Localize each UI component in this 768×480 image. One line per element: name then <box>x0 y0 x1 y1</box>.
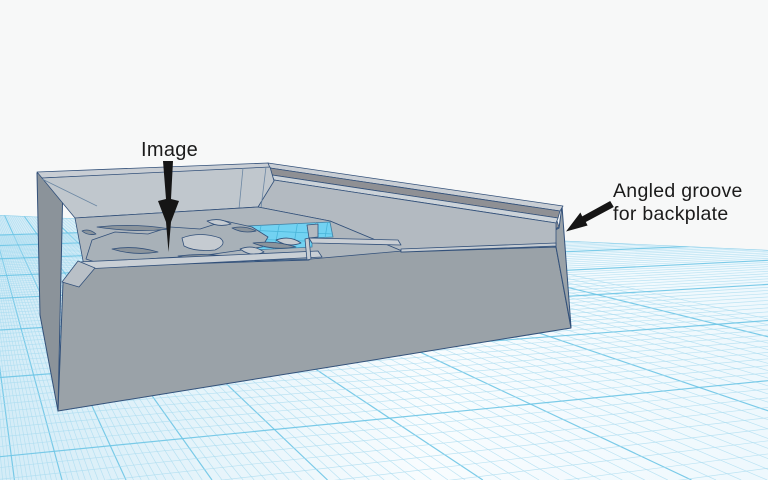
front-tab-side <box>304 237 312 261</box>
corner-chamfer-edge <box>41 178 98 207</box>
annotations: Image Angled groove for backplate <box>141 139 743 252</box>
left-wall-inner-face <box>41 166 275 219</box>
interior-wall-stub <box>306 223 319 239</box>
groove-arrow <box>566 201 614 232</box>
image-arrow <box>158 161 179 252</box>
front-tab-top <box>308 237 402 246</box>
image-label: Image <box>141 139 198 161</box>
groove-label-line1: Angled groove <box>613 180 743 202</box>
inner-wall-seam <box>238 167 244 210</box>
front-rim-top <box>400 242 557 253</box>
front-corner-wedge <box>61 260 96 288</box>
groove-label-line2: for backplate <box>613 203 729 225</box>
frame-model[interactable] <box>36 162 572 412</box>
inner-wall-seam <box>260 166 267 209</box>
